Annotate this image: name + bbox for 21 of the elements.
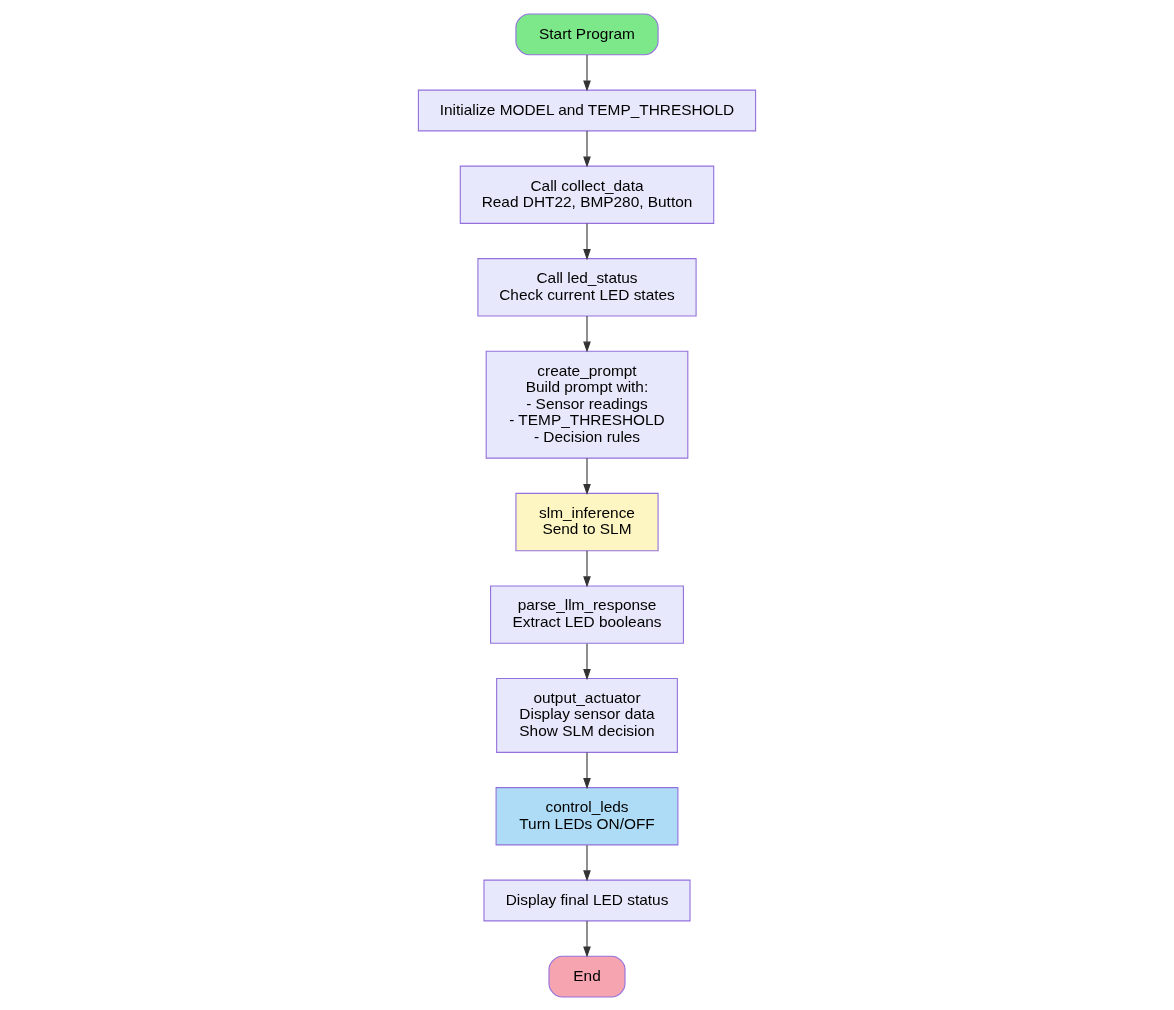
node-box: Display final LED status <box>483 879 691 921</box>
node-box: Initialize MODEL and TEMP_THRESHOLD <box>417 89 757 131</box>
arrow <box>583 314 591 353</box>
arrow <box>583 222 591 260</box>
node-box: create_prompt Build prompt with: - Sensor readings - TEMP_THRESHOLD - Decision rules <box>485 350 689 459</box>
arrow <box>583 920 591 958</box>
node-box: Call led_status Check current LED states <box>477 257 697 317</box>
arrow <box>583 549 591 587</box>
node-box: Start Program <box>515 13 659 55</box>
node-box: Call collect_data Read DHT22, BMP280, Button <box>459 165 715 224</box>
node-box: slm_inference Send to SLM <box>515 492 659 551</box>
arrow <box>583 130 591 168</box>
arrow <box>583 53 591 91</box>
node-box: parse_llm_response Extract LED booleans <box>490 584 684 644</box>
arrow <box>583 642 591 680</box>
node-box: output_actuator Display sensor data Show SLM decision <box>496 677 678 753</box>
node-box: End <box>548 955 626 997</box>
arrow <box>583 751 591 789</box>
arrow <box>583 844 591 881</box>
node-box: control_leds Turn LEDs ON/OFF <box>495 786 679 845</box>
arrow <box>583 457 591 495</box>
